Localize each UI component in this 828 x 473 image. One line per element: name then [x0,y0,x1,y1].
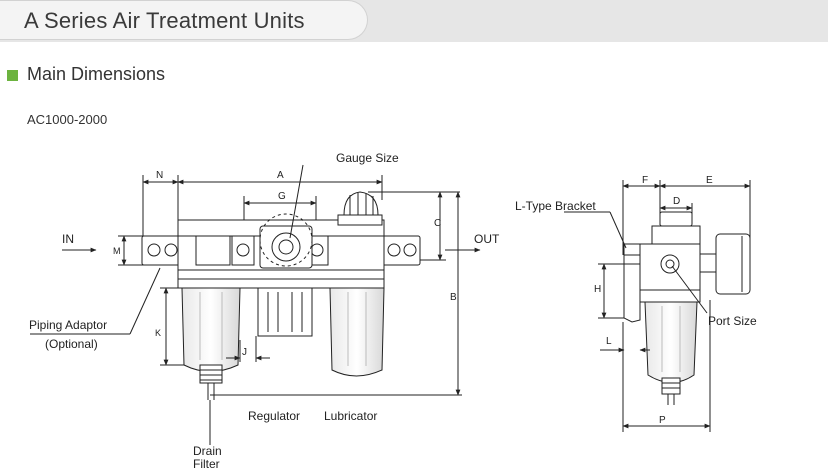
dim-d: D [673,196,680,207]
optional-label: (Optional) [45,337,98,351]
model-label: AC1000-2000 [27,112,108,127]
header-tab: A Series Air Treatment Units [0,0,368,40]
port-size-label: Port Size [708,314,757,328]
front-view [30,164,481,445]
page-title: A Series Air Treatment Units [24,8,305,33]
dim-j: J [242,347,247,358]
dim-e: E [706,175,713,186]
filter-label: Filter [193,457,220,471]
l-type-bracket-label: L-Type Bracket [515,199,596,213]
dim-p: P [659,415,666,426]
dim-l: L [606,336,612,347]
dim-f: F [642,175,648,186]
dim-c: C [434,218,441,229]
section-bullet-icon [7,70,18,81]
gauge-size-label: Gauge Size [336,151,399,165]
dim-g: G [278,191,286,202]
dim-n: N [156,170,163,181]
out-label: OUT [474,232,500,246]
dim-k: K [155,328,161,338]
drain-label: Drain [193,444,222,458]
dim-b: B [450,292,457,303]
piping-adaptor-label: Piping Adaptor [29,318,107,332]
side-view [564,180,751,432]
dim-m: M [113,246,121,256]
dim-h: H [594,284,601,295]
dim-a: A [277,170,284,181]
section-title: Main Dimensions [27,64,166,84]
lubricator-label: Lubricator [324,409,377,423]
regulator-label: Regulator [248,409,300,423]
in-label: IN [62,232,74,246]
